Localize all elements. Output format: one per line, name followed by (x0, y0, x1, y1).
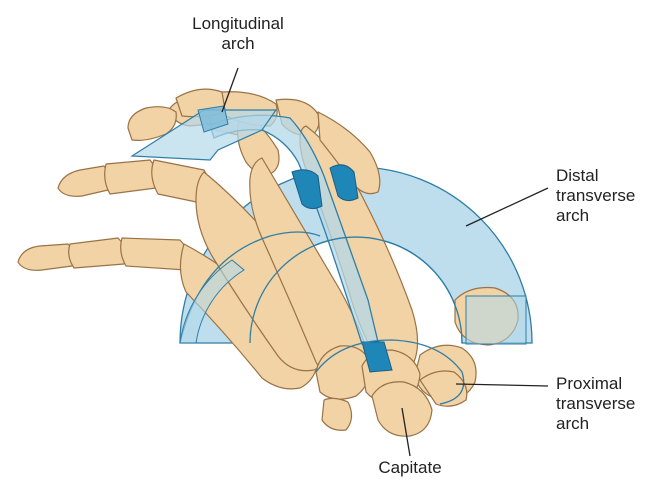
label-proximal-line1: Proximal (556, 374, 656, 394)
label-proximal-transverse-arch: Proximal transverse arch (556, 374, 656, 434)
label-longitudinal-line2: arch (168, 34, 308, 54)
label-proximal-line3: arch (556, 414, 656, 434)
label-longitudinal-arch: Longitudinal arch (168, 14, 308, 54)
label-capitate: Capitate (360, 458, 460, 478)
label-proximal-line2: transverse (556, 394, 656, 414)
label-distal-line3: arch (556, 206, 656, 226)
leader-distal (466, 188, 548, 226)
label-distal-line2: transverse (556, 186, 656, 206)
label-longitudinal-line1: Longitudinal (168, 14, 308, 34)
label-distal-line1: Distal (556, 166, 656, 186)
lower-right-arch-block (466, 296, 526, 344)
label-distal-transverse-arch: Distal transverse arch (556, 166, 656, 226)
